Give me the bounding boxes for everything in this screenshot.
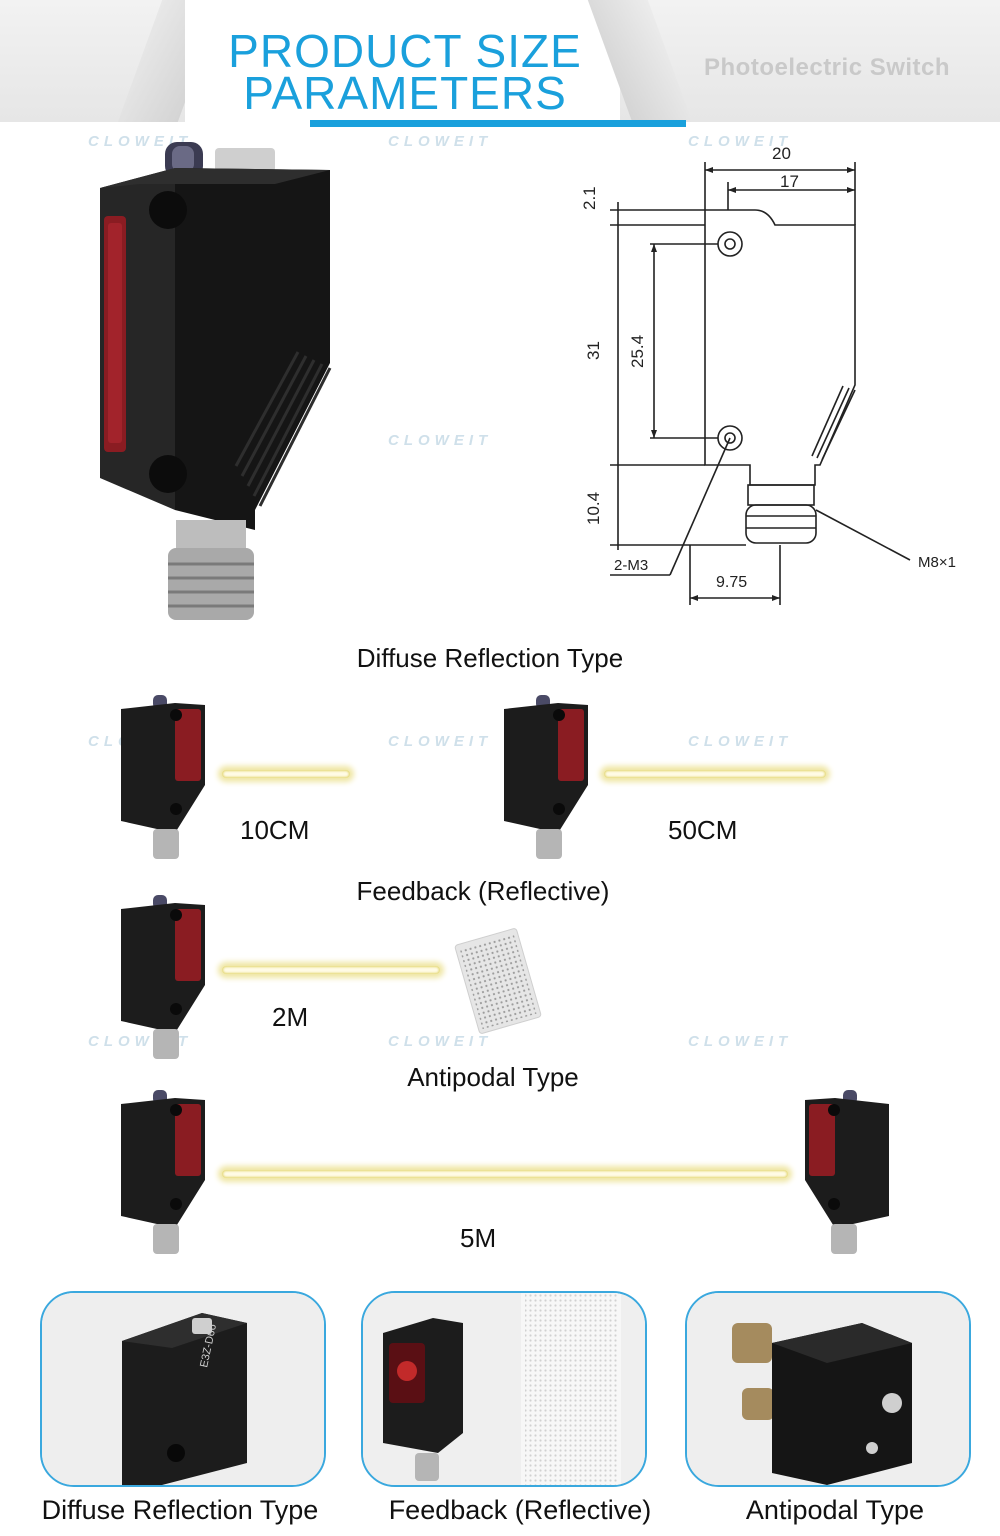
beam-10cm <box>222 770 350 778</box>
watermark: CLOWEIT <box>388 133 493 150</box>
watermark: CLOWEIT <box>388 1033 493 1050</box>
dim-top: 2.1 <box>580 186 599 210</box>
sensor-small-image <box>121 895 205 1059</box>
dimension-drawing <box>610 162 911 605</box>
watermark: CLOWEIT <box>388 432 493 449</box>
thumbnail-diffuse-photo: E3Z-D66 <box>42 1293 324 1485</box>
thumbnail-diffuse: E3Z-D66 <box>40 1291 326 1487</box>
watermark: CLOWEIT <box>688 1033 793 1050</box>
watermark: CLOWEIT <box>688 733 793 750</box>
header-panel <box>185 0 620 122</box>
sensor-product-image <box>100 142 332 620</box>
reflector-image <box>454 928 542 1034</box>
watermark: CLOWEIT <box>388 733 493 750</box>
title-underline <box>310 120 686 127</box>
distance-5m: 5M <box>460 1223 497 1253</box>
section-title-feedback: Feedback (Reflective) <box>356 876 610 906</box>
sensor-small-image <box>121 695 205 859</box>
distance-2m: 2M <box>272 1002 309 1032</box>
beam-5m <box>222 1170 788 1178</box>
thumbnail-caption-feedback: Feedback (Reflective) <box>388 1495 652 1525</box>
dim-bottom: 10.4 <box>584 491 603 525</box>
section-title-diffuse: Diffuse Reflection Type <box>356 643 624 673</box>
distance-10cm: 10CM <box>240 815 310 845</box>
sensor-small-image-mirrored <box>805 1090 889 1254</box>
dim-width-inner: 17 <box>780 172 799 191</box>
thumbnail-antipodal <box>685 1291 971 1487</box>
page-title: PRODUCT SIZE PARAMETERS <box>170 25 640 119</box>
dim-hole-spacing: 25.4 <box>628 334 647 368</box>
section-title-antipodal: Antipodal Type <box>407 1062 579 1092</box>
watermark: CLOWEIT <box>688 133 793 150</box>
title-line-1: PRODUCT SIZE <box>228 25 582 77</box>
dim-height: 31 <box>584 341 603 360</box>
beam-50cm <box>604 770 826 778</box>
dim-width-total: 20 <box>772 144 791 163</box>
sensor-small-image <box>504 695 588 859</box>
beam-2m <box>222 966 440 974</box>
dim-connector-offset: 9.75 <box>716 574 748 591</box>
thumbnail-caption-antipodal: Antipodal Type <box>745 1495 925 1525</box>
watermark: CLOWEIT <box>88 133 193 150</box>
thumbnail-feedback <box>361 1291 647 1487</box>
thumbnail-caption-diffuse: Diffuse Reflection Type <box>41 1495 319 1525</box>
sensor-small-image <box>121 1090 205 1254</box>
dim-connector-label: M8×1 <box>918 554 956 571</box>
title-line-2: PARAMETERS <box>243 67 567 119</box>
distance-50cm: 50CM <box>668 815 738 845</box>
dim-hole-label: 2-M3 <box>614 557 649 574</box>
header-subtitle: Photoelectric Switch <box>704 54 951 81</box>
